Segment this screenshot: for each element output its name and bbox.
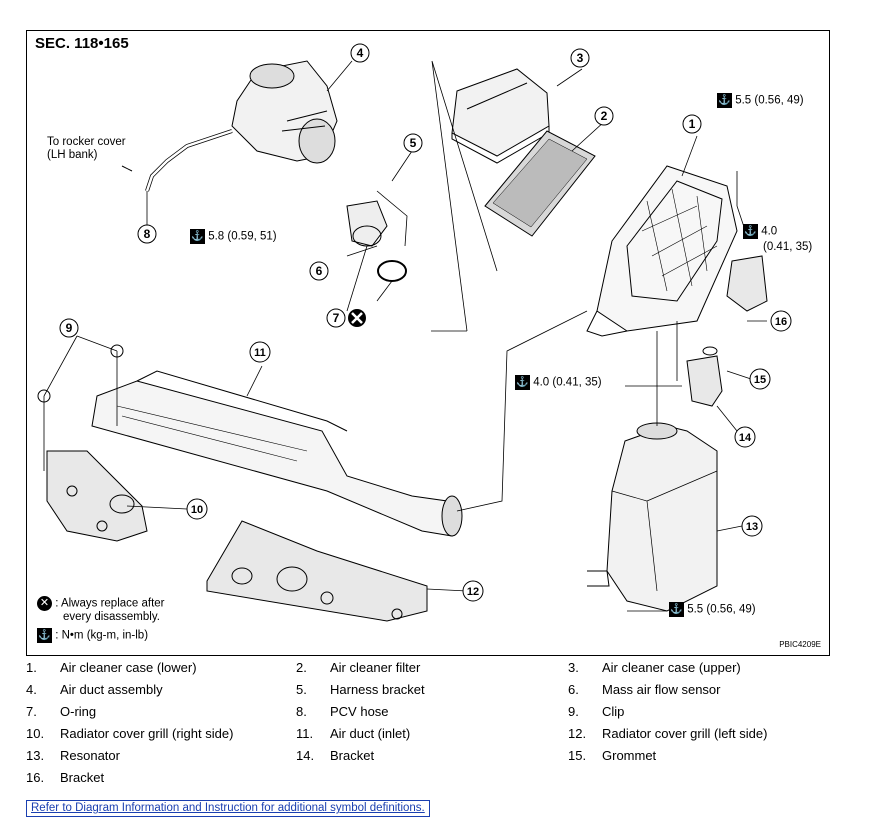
svg-text:11: 11 — [254, 347, 266, 359]
part-item: 15.Grommet — [568, 748, 657, 763]
parts-row: 10.Radiator cover grill (right side) 11.… — [26, 726, 866, 748]
legend-torque: ⚓ : N•m (kg-m, in-lb) — [37, 628, 149, 643]
svg-text:3: 3 — [577, 51, 584, 65]
svg-text:6: 6 — [316, 264, 323, 278]
callout-6: 6 — [309, 261, 329, 281]
torque-spec-1: ⚓ 5.5 (0.56, 49) — [717, 93, 804, 108]
torque-wrench-icon: ⚓ — [37, 628, 52, 643]
do-not-reuse-icon — [348, 309, 366, 327]
part-item: 6.Mass air flow sensor — [568, 682, 721, 697]
parts-row: 7.O-ring 8.PCV hose 9.Clip — [26, 704, 866, 726]
svg-text:4: 4 — [357, 46, 364, 60]
callout-7: 7 — [326, 308, 346, 328]
bracket-14 — [686, 355, 723, 407]
callout-15: 15 — [749, 368, 771, 390]
torque-wrench-icon: ⚓ — [669, 602, 684, 617]
radiator-cover-grill-right — [46, 450, 148, 542]
callout-8: 8 — [137, 224, 157, 244]
svg-text:14: 14 — [739, 432, 752, 444]
section-title: SEC. 118•165 — [35, 35, 129, 52]
part-item: 7.O-ring — [26, 704, 97, 719]
callout-3: 3 — [570, 48, 590, 68]
torque-spec-4: ⚓ 4.0 (0.41, 35) — [743, 224, 813, 253]
svg-text:13: 13 — [746, 521, 758, 533]
svg-text:12: 12 — [467, 586, 479, 598]
torque-spec-2: ⚓ 5.8 (0.59, 51) — [190, 229, 277, 244]
legend: ✕ : Always replace after every disassemb… — [37, 596, 165, 643]
svg-text:2: 2 — [601, 109, 608, 123]
legend-replace: ✕ : Always replace after — [37, 596, 165, 611]
callout-12: 12 — [462, 580, 484, 602]
figure-id: PBIC4209E — [779, 640, 821, 649]
part-item: 16.Bracket — [26, 770, 105, 785]
part-item: 4.Air duct assembly — [26, 682, 163, 697]
do-not-reuse-icon: ✕ — [37, 596, 52, 611]
parts-row: 4.Air duct assembly 5.Harness bracket 6.… — [26, 682, 866, 704]
part-item: 9.Clip — [568, 704, 625, 719]
part-item: 1.Air cleaner case (lower) — [26, 660, 197, 675]
parts-row: 1.Air cleaner case (lower) 2.Air cleaner… — [26, 660, 866, 682]
part-item: 13.Resonator — [26, 748, 120, 763]
torque-spec-3: ⚓ 4.0 (0.41, 35) — [515, 375, 602, 390]
diagram-drawing: 1 2 3 4 5 6 7 8 9 10 11 12 13 14 15 16 — [37, 43, 792, 622]
svg-text:7: 7 — [333, 311, 340, 325]
svg-text:8: 8 — [144, 227, 151, 241]
part-item: 10.Radiator cover grill (right side) — [26, 726, 234, 741]
torque-spec-5: ⚓ 5.5 (0.56, 49) — [669, 602, 756, 617]
exploded-diagram: 1 2 3 4 5 6 7 8 9 10 11 12 13 14 15 16 S… — [26, 30, 830, 656]
callout-16: 16 — [770, 310, 792, 332]
air-cleaner-filter — [484, 130, 596, 237]
air-cleaner-case-upper — [451, 68, 550, 164]
svg-text:9: 9 — [66, 321, 73, 335]
callout-11: 11 — [249, 341, 271, 363]
torque-wrench-icon: ⚓ — [515, 375, 530, 390]
torque-wrench-icon: ⚓ — [717, 93, 732, 108]
part-item: 12.Radiator cover grill (left side) — [568, 726, 768, 741]
part-item: 5.Harness bracket — [296, 682, 425, 697]
parts-row: 13.Resonator 14.Bracket 15.Grommet — [26, 748, 866, 770]
torque-wrench-icon: ⚓ — [190, 229, 205, 244]
svg-text:10: 10 — [191, 504, 203, 516]
parts-row: 16.Bracket — [26, 770, 866, 792]
pcv-hose-line — [145, 129, 233, 192]
callout-2: 2 — [594, 106, 614, 126]
rocker-cover-caption: To rocker cover (LH bank) — [47, 136, 126, 161]
callout-1: 1 — [682, 114, 702, 134]
radiator-cover-grill-left — [206, 520, 428, 622]
svg-text:16: 16 — [775, 316, 787, 328]
air-duct-inlet — [91, 370, 463, 537]
part-item: 3.Air cleaner case (upper) — [568, 660, 741, 675]
torque-wrench-icon: ⚓ — [743, 224, 758, 239]
callout-10: 10 — [186, 498, 208, 520]
part-item: 11.Air duct (inlet) — [296, 726, 411, 741]
part-item: 8.PCV hose — [296, 704, 389, 719]
svg-text:15: 15 — [754, 374, 766, 386]
callout-9: 9 — [59, 318, 79, 338]
callout-14: 14 — [734, 426, 756, 448]
bracket-16 — [726, 255, 768, 312]
svg-text:1: 1 — [689, 117, 696, 131]
resonator — [587, 422, 718, 612]
part-item: 2.Air cleaner filter — [296, 660, 421, 675]
callout-4: 4 — [350, 43, 370, 63]
part-item: 14.Bracket — [296, 748, 375, 763]
symbol-definitions-link[interactable]: Refer to Diagram Information and Instruc… — [26, 800, 430, 817]
air-cleaner-case-lower — [586, 165, 738, 337]
grommet — [702, 346, 718, 356]
svg-text:5: 5 — [410, 136, 417, 150]
callout-13: 13 — [741, 515, 763, 537]
o-ring — [377, 260, 407, 282]
mass-air-flow-sensor — [346, 200, 388, 247]
parts-list: 1.Air cleaner case (lower) 2.Air cleaner… — [26, 660, 866, 792]
callout-5: 5 — [403, 133, 423, 153]
air-duct-assembly — [231, 60, 338, 164]
